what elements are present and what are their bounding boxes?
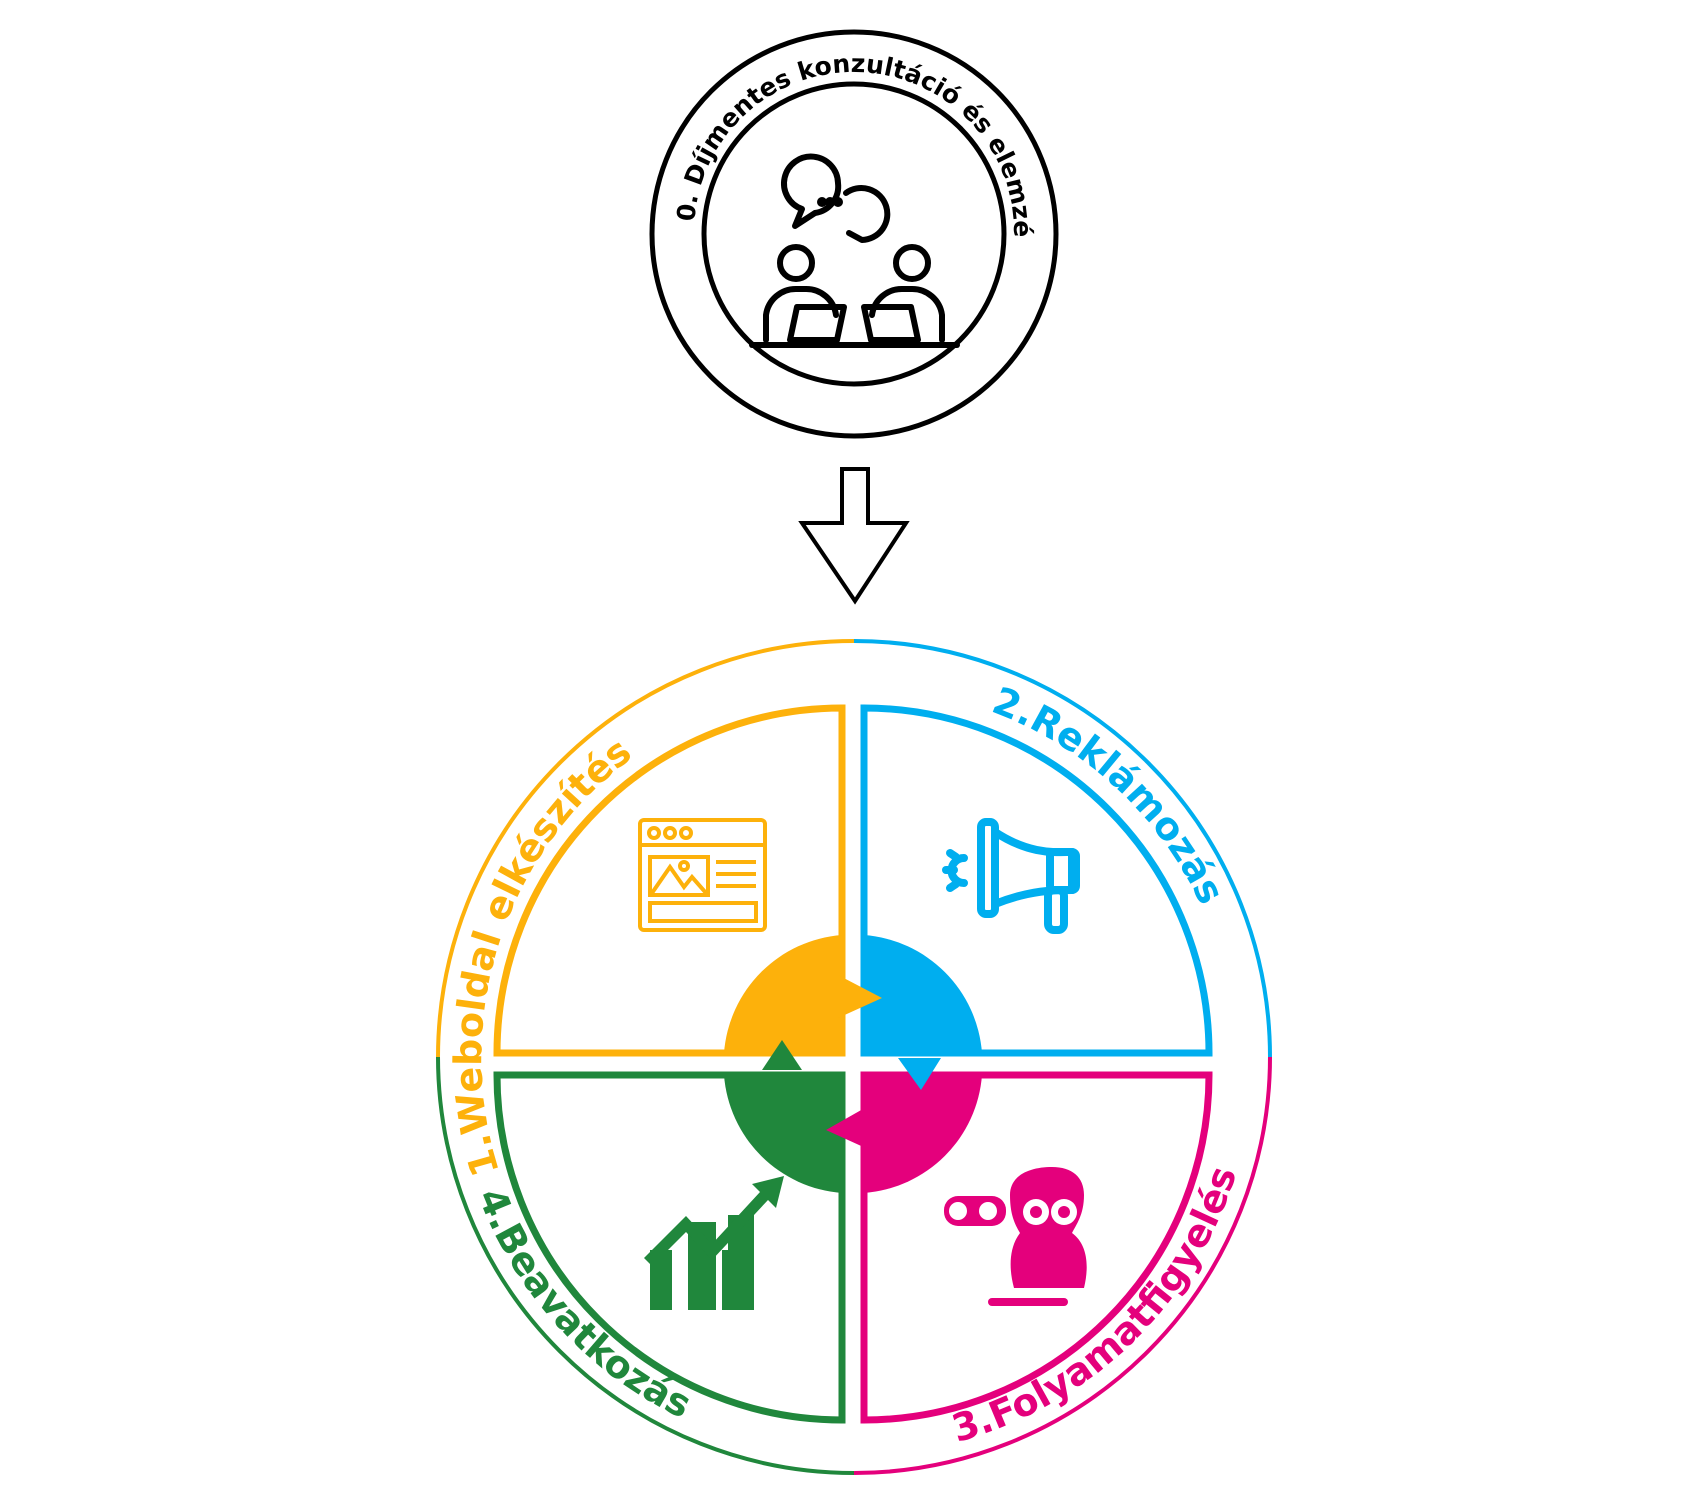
megaphone-icon <box>942 818 1080 934</box>
cycle-wheel: 1.Weboldal elkészítés 2.Reklámozás 3.Fol… <box>436 639 1272 1475</box>
website-layout-icon <box>638 818 767 932</box>
outer-ring-segment-3 <box>853 1056 1272 1475</box>
meeting-people-laptops-icon <box>749 153 960 348</box>
quadrant-1 <box>493 704 846 1057</box>
arrow-down-icon <box>798 467 910 605</box>
growth-chart-icon <box>644 1176 784 1310</box>
quadrant-4 <box>493 1071 846 1424</box>
outer-ring-segment-2 <box>853 639 1272 1058</box>
outer-ring-segment-1 <box>436 639 855 1058</box>
step-2-label: 2.Reklámozás <box>987 678 1234 910</box>
consultation-step: 0. Díjmentes konzultáció és elemzés <box>0 0 1059 439</box>
quadrant-2 <box>860 704 1213 1057</box>
quadrant-3 <box>860 1071 1213 1424</box>
cycle-arrows-icon <box>724 935 982 1193</box>
owl-binoculars-icon <box>944 1167 1087 1306</box>
outer-ring-segment-4 <box>436 1056 855 1475</box>
inner-ring <box>701 81 1007 387</box>
outer-ring <box>649 29 1059 439</box>
